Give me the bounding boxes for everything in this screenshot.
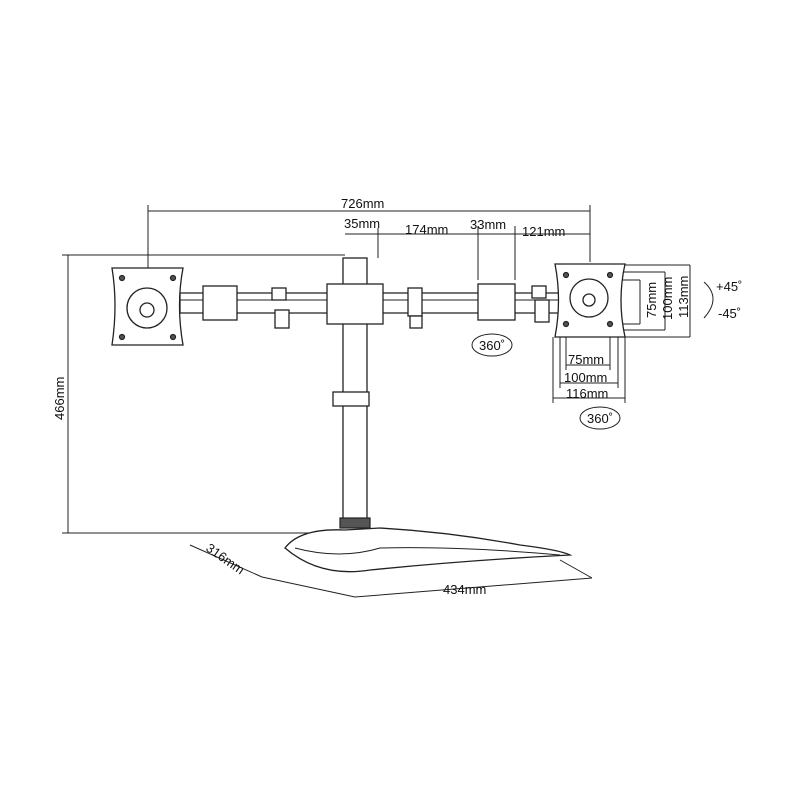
base xyxy=(284,527,573,573)
label-total-height: 466mm xyxy=(52,377,67,420)
label-arm-end: 121mm xyxy=(522,224,565,239)
label-arm-segment: 174mm xyxy=(405,222,448,237)
label-pole-diameter: 35mm xyxy=(344,216,380,231)
label-vesa-h100: 100mm xyxy=(564,370,607,385)
label-base-width: 434mm xyxy=(443,582,486,597)
label-tilt-up: +45˚ xyxy=(716,279,742,294)
label-plate-height: 113mm xyxy=(676,276,691,318)
left-vesa-plate xyxy=(111,267,184,346)
label-tilt-down: -45˚ xyxy=(718,306,741,321)
label-swivel-arm: 360˚ xyxy=(479,338,505,353)
label-vesa-h75: 75mm xyxy=(568,352,604,367)
label-total-width: 726mm xyxy=(341,196,384,211)
dimension-lines xyxy=(62,205,691,598)
label-base-depth: 316mm xyxy=(203,540,247,577)
right-vesa-plate xyxy=(554,263,626,338)
label-plate-width: 116mm xyxy=(566,386,608,401)
rotation-markers xyxy=(471,281,714,430)
pole xyxy=(326,257,384,529)
label-vesa-v75: 75mm xyxy=(644,282,659,318)
label-clamp-width: 33mm xyxy=(470,217,506,232)
label-swivel-plate: 360˚ xyxy=(587,411,613,426)
label-vesa-v100: 100mm xyxy=(660,277,675,320)
